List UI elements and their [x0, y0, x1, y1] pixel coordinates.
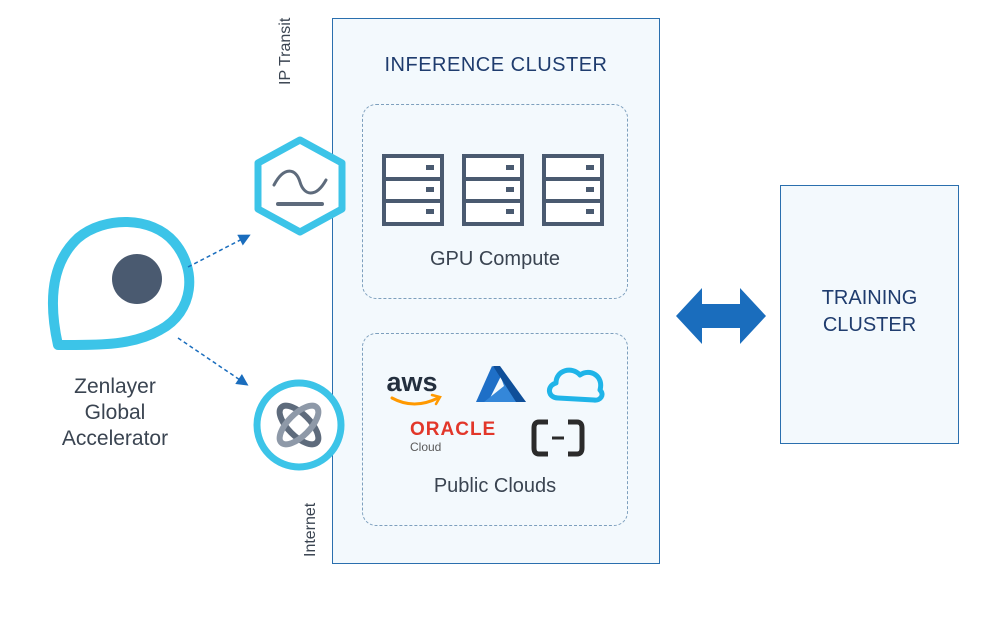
double-arrow-icon: [676, 288, 766, 344]
training-cluster-panel: [780, 185, 959, 444]
orbit-icon: [253, 379, 345, 471]
oracle-logo-sub: Cloud: [410, 440, 441, 454]
server-rack-icon-3: [542, 154, 604, 226]
gpu-compute-label: GPU Compute: [429, 248, 561, 270]
arrow-to-ip-transit: [187, 234, 251, 268]
accelerator-label-line3: Accelerator: [61, 427, 169, 450]
inference-cluster-panel: [332, 18, 660, 564]
server-rack-icon-1: [382, 154, 444, 226]
gpu-compute-group: [362, 104, 628, 299]
oracle-cloud-logo: ORACLE Cloud: [410, 419, 496, 454]
hexagon-wave-icon: [254, 136, 346, 236]
location-pin-icon: [48, 217, 195, 351]
accelerator-label-line1: Zenlayer: [74, 375, 156, 398]
training-cluster-label-line2: CLUSTER: [822, 314, 917, 336]
server-rack-icon-2: [462, 154, 524, 226]
arrow-to-internet: [177, 337, 249, 386]
inference-cluster-title: INFERENCE CLUSTER: [384, 54, 608, 76]
public-clouds-label: Public Clouds: [433, 475, 557, 497]
training-cluster-label-line1: TRAINING: [821, 287, 918, 309]
aws-logo: aws: [386, 367, 442, 406]
tencent-cloud-logo: [547, 367, 605, 403]
alibaba-cloud-logo: [531, 419, 585, 457]
public-clouds-group: [362, 333, 628, 526]
accelerator-label-line2: Global: [84, 401, 146, 424]
azure-logo: [476, 366, 526, 402]
oracle-logo-text: ORACLE: [410, 419, 496, 440]
aws-logo-text: aws: [386, 367, 437, 397]
